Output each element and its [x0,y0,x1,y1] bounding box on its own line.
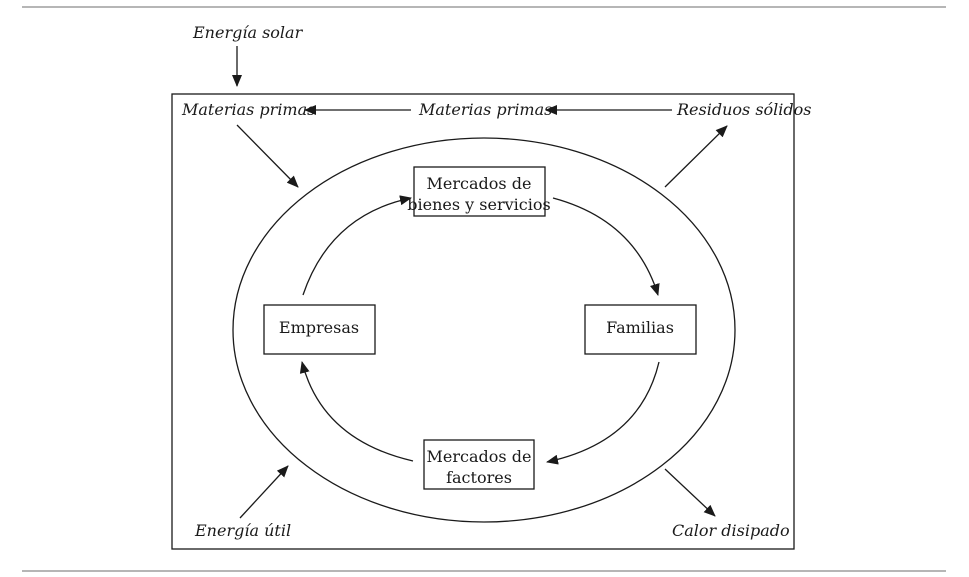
families-box: Familias [584,304,697,355]
dissipated-heat-label: Calor disipado [672,521,790,540]
raw-materials-mid-label: Materias primas [418,100,552,119]
useful-energy-in-arrow [239,465,289,519]
factors-to-firms-arrow [299,361,414,462]
goods-market-line2: bienes y servicios [407,195,550,214]
waste-out-arrow [664,125,728,188]
factors-market-line1: Mercados de [427,447,532,466]
families-to-factors-arrow [546,361,660,465]
goods-market-box: Mercados de bienes y servicios [407,166,551,217]
factors-market-box: Mercados de factores [423,439,535,490]
goods-to-families-arrow [552,197,660,296]
firms-box: Empresas [263,304,376,355]
solar-energy-label: Energía solar [192,23,304,42]
heat-out-arrow [664,468,716,517]
useful-energy-label: Energía útil [194,521,291,540]
raw-materials-in-arrow [236,124,299,188]
families-label: Familias [606,318,674,337]
goods-market-line1: Mercados de [427,174,532,193]
raw-materials-left-label: Materias primas [181,100,315,119]
firms-label: Empresas [279,318,359,337]
factors-market-line2: factores [446,468,512,487]
economy-ellipse [232,137,736,523]
firms-to-goods-arrow [302,195,412,296]
environment-frame [171,93,795,550]
solid-waste-label: Residuos sólidos [676,100,811,119]
